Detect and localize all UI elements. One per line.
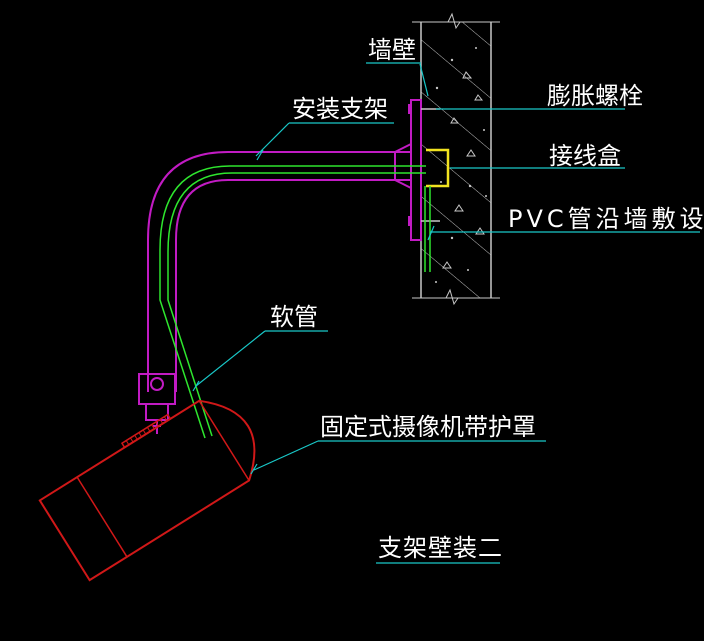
pivot-joint	[138, 373, 176, 434]
label-bracket: 安装支架	[292, 95, 388, 123]
wall-section	[412, 12, 500, 306]
mounting-plate	[408, 99, 422, 241]
label-junction-box: 接线盒	[549, 142, 621, 170]
label-pvc-conduit: PVC管沿墙敷设	[508, 205, 704, 233]
leader-lines	[195, 62, 700, 564]
label-expansion-bolt: 膨胀螺栓	[547, 82, 643, 110]
leader-ticks	[192, 149, 435, 475]
drawing-title: 支架壁装二	[378, 534, 503, 562]
pvc-conduit	[424, 186, 431, 272]
label-wall: 墙壁	[368, 36, 416, 64]
junction-box	[426, 148, 450, 188]
flexible-hose	[159, 165, 426, 439]
camera-housing	[38, 399, 256, 582]
label-camera: 固定式摄像机带护罩	[320, 413, 536, 441]
label-hose: 软管	[270, 303, 318, 331]
mounting-bracket	[147, 143, 412, 392]
